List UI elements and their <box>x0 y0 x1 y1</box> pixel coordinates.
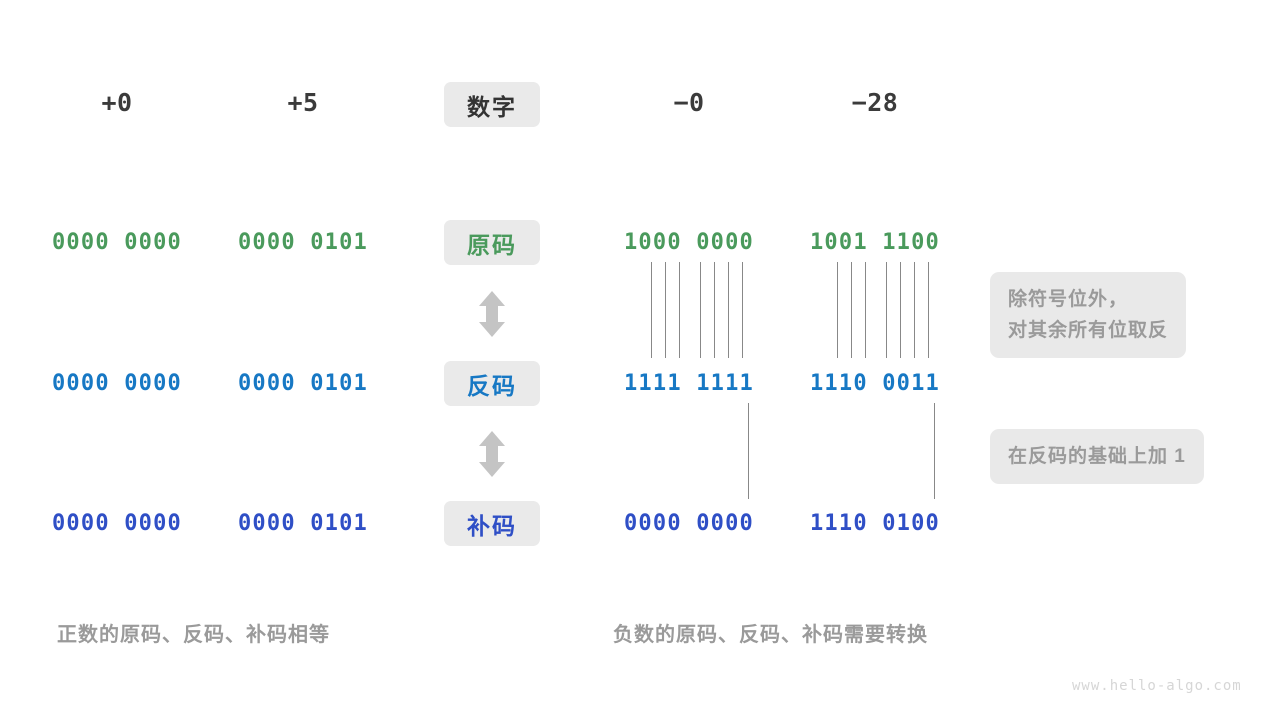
cell-sign-magnitude-neg28: 1001 1100 <box>809 230 941 255</box>
caption-negative: 负数的原码、反码、补码需要转换 <box>613 624 928 646</box>
cell-twos-complement-neg28: 1110 0100 <box>809 511 941 536</box>
double-arrow-icon-sign-to-ones <box>477 291 507 337</box>
row-label-ones-complement: 反码 <box>444 361 540 406</box>
cell-ones-complement-neg28: 1110 0011 <box>809 371 941 396</box>
connector-tick <box>665 262 666 358</box>
cell-ones-complement-neg0: 1111 1111 <box>623 371 755 396</box>
note-add-one: 在反码的基础上加 1 <box>990 429 1204 484</box>
column-header-pos0: +0 <box>101 88 133 117</box>
caption-positive: 正数的原码、反码、补码相等 <box>57 624 330 646</box>
connector-tick <box>886 262 887 358</box>
cell-sign-magnitude-neg0: 1000 0000 <box>623 230 755 255</box>
cell-sign-magnitude-pos0: 0000 0000 <box>51 230 183 255</box>
double-arrow-icon-ones-to-twos <box>477 431 507 477</box>
connector-tick <box>851 262 852 358</box>
watermark: www.hello-algo.com <box>1072 678 1242 694</box>
row-label-number: 数字 <box>444 82 540 127</box>
column-header-pos5: +5 <box>287 88 319 117</box>
connector-tick <box>700 262 701 358</box>
cell-sign-magnitude-pos5: 0000 0101 <box>237 230 369 255</box>
connector-tick <box>651 262 652 358</box>
connector-tick <box>748 403 749 499</box>
connector-tick <box>928 262 929 358</box>
connector-tick <box>865 262 866 358</box>
connector-tick <box>714 262 715 358</box>
connector-tick <box>837 262 838 358</box>
connector-tick <box>742 262 743 358</box>
cell-twos-complement-pos0: 0000 0000 <box>51 511 183 536</box>
connector-tick <box>914 262 915 358</box>
column-header-neg28: −28 <box>851 88 899 117</box>
row-label-twos-complement: 补码 <box>444 501 540 546</box>
connector-tick <box>728 262 729 358</box>
row-label-sign-magnitude: 原码 <box>444 220 540 265</box>
cell-ones-complement-pos0: 0000 0000 <box>51 371 183 396</box>
connector-tick <box>900 262 901 358</box>
connector-tick <box>934 403 935 499</box>
cell-twos-complement-pos5: 0000 0101 <box>237 511 369 536</box>
connector-tick <box>679 262 680 358</box>
cell-twos-complement-neg0: 0000 0000 <box>623 511 755 536</box>
note-invert-bits: 除符号位外， 对其余所有位取反 <box>990 272 1187 358</box>
cell-ones-complement-pos5: 0000 0101 <box>237 371 369 396</box>
column-header-neg0: −0 <box>673 88 705 117</box>
